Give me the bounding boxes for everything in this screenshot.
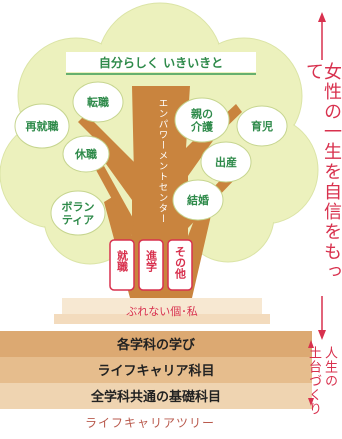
leaf-text: 休職 xyxy=(74,147,97,161)
root-box-2: その他 xyxy=(167,239,193,291)
leaf-5: 育児 xyxy=(236,105,288,147)
root-text: その他 xyxy=(174,246,188,280)
root-text: 就職 xyxy=(116,249,129,273)
diagram-caption: ライフキャリアツリー xyxy=(84,416,215,430)
foundation-layers: 各学科の学び ライフキャリア科目 全学科共通の基礎科目 xyxy=(0,331,312,409)
trunk-label: エンパワーメントセンター xyxy=(157,98,169,224)
leaf-0: 再就職 xyxy=(14,103,70,149)
root-text: 進学 xyxy=(145,249,158,273)
leaf-7: 結婚 xyxy=(172,179,224,221)
side-arrow-sub xyxy=(308,340,314,406)
layer-1-text: 各学科の学び xyxy=(116,337,196,353)
side-sub-col1: 人生の xyxy=(322,346,337,388)
side-arrow-main xyxy=(318,12,326,340)
root-box-1: 進学 xyxy=(138,239,164,291)
root-boxes: 就職進学 その他 xyxy=(109,239,193,291)
layer-1 xyxy=(0,331,312,357)
leaf-text: ボラン xyxy=(62,200,95,214)
layer-3 xyxy=(0,383,312,409)
leaf-2: 休職 xyxy=(62,135,110,173)
leaf-text: ティア xyxy=(62,214,94,227)
side-sub-col2: 土台づくり xyxy=(306,346,321,416)
layer-2 xyxy=(0,357,312,383)
leaf-text: 転職 xyxy=(87,95,109,109)
layer-3-text: 全学科共通の基礎科目 xyxy=(90,389,221,405)
leaf-text: 再就職 xyxy=(26,119,59,133)
leaf-text: 介護 xyxy=(190,120,214,134)
leaf-6: 出産 xyxy=(200,141,252,183)
root-box-0: 就職 xyxy=(109,239,135,291)
top-banner-text: 自分らしく いきいきと xyxy=(99,55,223,70)
leaf-text: 親の xyxy=(191,107,213,121)
top-banner: 自分らしく いきいきと xyxy=(66,52,256,75)
base-block: ぶれない個･私 xyxy=(54,298,270,324)
layer-2-text: ライフキャリア科目 xyxy=(97,363,214,379)
leaf-text: 育児 xyxy=(251,119,273,133)
leaf-1: 転職 xyxy=(72,81,124,123)
leaf-text: 出産 xyxy=(215,155,237,169)
side-main-text: 女性の一生を自信をもって xyxy=(303,62,342,282)
leaf-text: 結婚 xyxy=(187,193,209,207)
base-label: ぶれない個･私 xyxy=(126,305,198,318)
